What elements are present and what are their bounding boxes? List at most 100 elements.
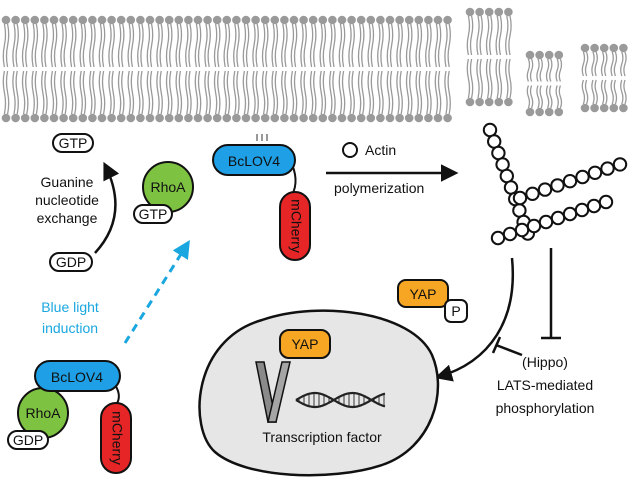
hippo-label: (Hippo) [522,354,568,370]
lipid [193,15,203,123]
gtp-active-pill [133,204,173,224]
lipid [590,43,599,113]
lipid [308,15,318,123]
lipid [212,15,222,123]
actin-bead [598,194,614,210]
lipid [535,50,544,117]
lipid [116,15,126,123]
actin-bead [562,174,578,189]
lipid [20,15,30,123]
blue-light-label-1: Blue light [41,299,99,315]
lipid [280,15,289,123]
inactive-complex: RhoA BcLOV4 GDP mCherry [7,360,132,474]
yap-nuclear [279,329,331,359]
exchange-label-3: exchange [37,210,98,226]
exchange-label-1: Guanine [41,174,94,190]
lipid [544,50,554,117]
lipid [97,15,107,123]
actin-filaments [482,122,628,246]
actin-label: Actin [365,142,396,158]
lipid [68,15,78,123]
gtp-top-label: GTP [59,135,88,151]
actin-monomer-icon [342,142,358,158]
actin-bead [574,202,590,218]
lipid [1,15,11,123]
gdp-inactive-pill [7,430,49,450]
yap-free [397,279,449,308]
lipid [299,15,308,123]
actin-bead [514,222,530,238]
bclov4-active [212,144,296,176]
dna-strand [295,391,386,409]
lipid [347,15,356,123]
blue-light-label-2: induction [42,320,98,336]
dna-strand [295,391,386,409]
actin-bead [538,214,554,230]
rhoa-inactive-label: RhoA [25,405,61,421]
actin-bead [612,157,628,172]
membrane-anchor-ticks [256,134,268,141]
lipid [222,15,232,123]
gdp-left-label: GDP [56,254,86,270]
lipid [155,15,164,123]
lipid [232,15,241,123]
lipid [30,15,40,123]
lipid [318,15,328,123]
actin-bead [490,230,506,246]
lipid [385,15,395,123]
lipid [78,15,88,123]
lipid [424,15,433,123]
import-inhibition-line [495,343,523,357]
bclov4-active-label: BcLOV4 [228,153,280,169]
lipid [443,15,452,123]
lipid [609,43,619,113]
lipid [404,15,414,123]
lipid [88,15,97,123]
lipid [554,50,564,117]
lipid [414,15,424,123]
transcription-factor-label: Transcription factor [262,429,382,445]
lipid [619,43,628,113]
polymerization-label: polymerization [334,180,424,196]
lats-label-1: LATS-mediated [497,377,593,393]
lipid [395,15,404,123]
yap-free-label: YAP [410,286,437,302]
lipid [599,43,609,113]
blue-light-arrow [123,239,190,344]
rhoa-active-label: RhoA [150,179,186,195]
lipid [260,15,270,123]
lipid [465,7,475,107]
bclov4-inactive [34,360,121,392]
lipid [174,15,184,123]
lipid [203,15,212,123]
lipid [337,15,347,123]
lipid [270,15,280,123]
actin-bead [586,198,602,214]
mcherry-inactive [100,402,132,474]
lipid [328,15,337,123]
gtp-pill: GTP [52,133,94,153]
actin-bead [537,182,553,197]
lipid [525,50,535,117]
actin-bead [550,178,565,193]
bclov4-inactive-label: BcLOV4 [51,369,103,385]
import-inhibition-bar [491,336,502,354]
gdp-inactive-label: GDP [13,432,43,448]
exchange-arrow [94,161,120,254]
actin-bead [525,186,540,202]
chromosome-icon [255,361,291,423]
lipid [356,15,366,123]
mcherry-active-label: mCherry [288,199,304,253]
lipid [241,15,251,123]
mcherry-active [279,191,311,261]
actin-bead [512,190,528,206]
lipid [11,15,20,123]
gdp-pill: GDP [49,252,93,272]
dna-helix-icon [295,391,386,409]
phospho-label: P [451,303,460,319]
lipid [494,7,504,107]
lipid [289,15,299,123]
yap-nuclear-label: YAP [292,336,319,352]
actin-bead [562,206,578,222]
